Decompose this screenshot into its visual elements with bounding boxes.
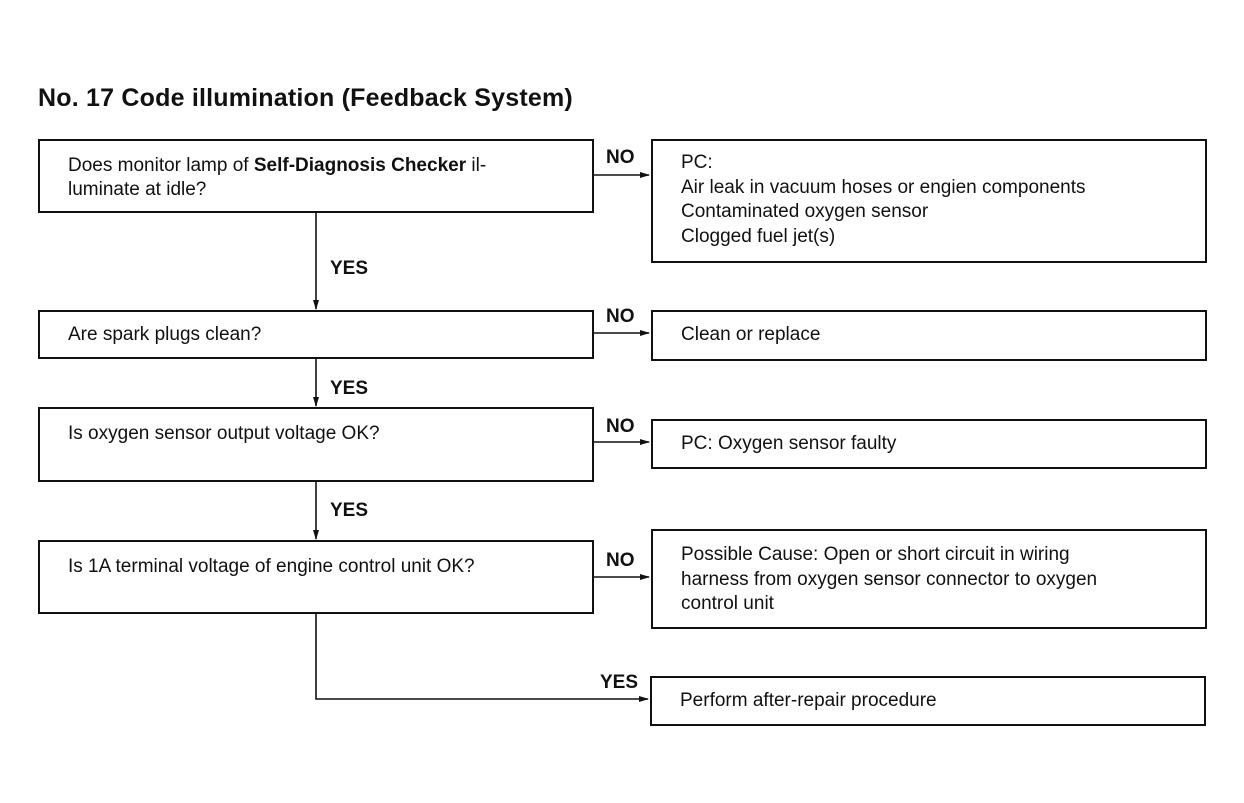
result-box-possible-cause: Possible Cause: Open or short circuit in… bbox=[651, 529, 1207, 629]
question-oxygen-voltage-text: Is oxygen sensor output voltage OK? bbox=[68, 423, 380, 444]
result-line: Possible Cause: Open or short circuit in… bbox=[681, 544, 1070, 565]
question-box-lamp: Does monitor lamp of Self-Diagnosis Chec… bbox=[38, 139, 594, 213]
result-box-pc-air-leak: PC: Air leak in vacuum hoses or engien c… bbox=[651, 139, 1207, 263]
yes-label: YES bbox=[330, 500, 369, 521]
question-1a-terminal-text: Is 1A terminal voltage of engine control… bbox=[68, 556, 475, 577]
yes-label: YES bbox=[330, 258, 369, 279]
result-line: Perform after-repair procedure bbox=[680, 690, 937, 711]
result-line: control unit bbox=[681, 593, 774, 614]
question-spark-plugs-text: Are spark plugs clean? bbox=[68, 324, 262, 345]
diagram-title: No. 17 Code illumination (Feedback Syste… bbox=[38, 84, 573, 112]
question-lamp-text: Does monitor lamp of bbox=[68, 155, 254, 176]
yes-label: YES bbox=[600, 672, 639, 693]
result-line: Contaminated oxygen sensor bbox=[681, 201, 929, 222]
result-box-oxygen-faulty: PC: Oxygen sensor faulty bbox=[651, 419, 1207, 469]
result-line: harness from oxygen sensor connector to … bbox=[681, 568, 1098, 590]
result-line: Clean or replace bbox=[681, 324, 821, 345]
no-label: NO bbox=[606, 550, 635, 571]
result-line: Clogged fuel jet(s) bbox=[681, 225, 836, 247]
result-line: PC: Oxygen sensor faulty bbox=[681, 433, 897, 454]
result-box-clean-replace: Clean or replace bbox=[651, 310, 1207, 361]
question-box-spark-plugs: Are spark plugs clean? bbox=[38, 310, 594, 359]
question-box-oxygen-voltage: Is oxygen sensor output voltage OK? bbox=[38, 407, 594, 482]
question-lamp-bold: Self-Diagnosis Checker bbox=[253, 155, 467, 176]
no-label: NO bbox=[606, 147, 635, 168]
result-line: PC: bbox=[681, 152, 713, 173]
result-line: Air leak in vacuum hoses or engien compo… bbox=[681, 176, 1086, 198]
question-box-1a-terminal: Is 1A terminal voltage of engine control… bbox=[38, 540, 594, 614]
no-label: NO bbox=[606, 306, 635, 327]
result-box-after-repair: Perform after-repair procedure bbox=[650, 676, 1206, 726]
question-lamp-line2: luminate at idle? bbox=[68, 179, 207, 200]
no-label: NO bbox=[606, 416, 635, 437]
yes-arrow-4 bbox=[315, 613, 649, 702]
yes-label: YES bbox=[330, 378, 369, 399]
question-lamp-after: il- bbox=[466, 155, 487, 176]
